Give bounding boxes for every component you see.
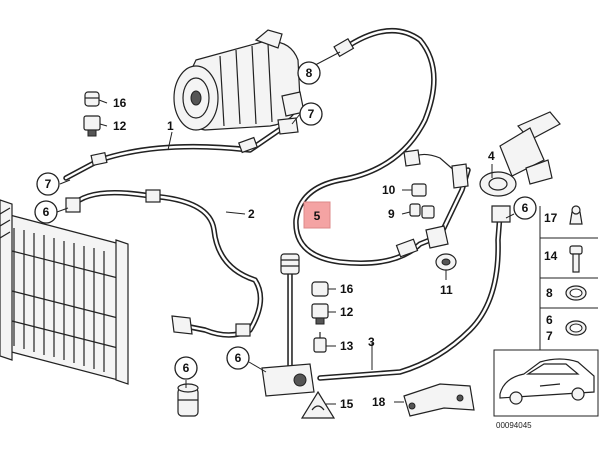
legend-label-7[interactable]: 7: [546, 329, 553, 343]
part-9: [409, 203, 435, 219]
pipe-1: [63, 117, 299, 181]
highlight-box-5: [303, 201, 331, 229]
condenser: [0, 199, 129, 385]
part-12-valve-mid: [311, 303, 329, 325]
part-13: [313, 332, 327, 353]
part-10: [411, 183, 427, 197]
part-16-cap-mid: [311, 281, 329, 297]
pipe-2: [65, 189, 264, 338]
callout-9[interactable]: 9: [388, 207, 395, 221]
callout-12-top[interactable]: 12: [113, 119, 127, 133]
legend-label-6[interactable]: 6: [546, 313, 553, 327]
pipe-5: [293, 27, 471, 266]
callout-18[interactable]: 18: [372, 395, 386, 409]
callout-8-top[interactable]: 8: [306, 66, 313, 80]
vehicle-thumbnail: [493, 349, 599, 417]
callout-1[interactable]: 1: [167, 119, 174, 133]
part-12-valve-top: [83, 115, 101, 137]
part-15-warning-label: [300, 390, 336, 419]
callout-6-left[interactable]: 6: [43, 205, 50, 219]
legend-panel: [539, 205, 598, 350]
legend-label-8[interactable]: 8: [546, 286, 553, 300]
part-16-cap-top: [84, 91, 100, 107]
callout-12-mid[interactable]: 12: [340, 305, 354, 319]
plain-callouts: 16 12 1 2 3 4 10 9 11 16 12 13 15 18: [113, 96, 495, 411]
callout-5[interactable]: 5: [314, 209, 321, 223]
callout-6-bottom[interactable]: 6: [183, 361, 190, 375]
service-pipe: [261, 253, 315, 397]
pressure-switch: [403, 149, 469, 189]
callout-2[interactable]: 2: [248, 207, 255, 221]
callout-7-left[interactable]: 7: [45, 177, 52, 191]
callout-6-mid[interactable]: 6: [235, 351, 242, 365]
legend-label-17[interactable]: 17: [544, 211, 558, 225]
legend-label-14[interactable]: 14: [544, 249, 558, 263]
callout-13[interactable]: 13: [340, 339, 354, 353]
circled-callouts: 8 7 7 6 6 6 6: [34, 61, 537, 380]
ac-compressor: [173, 29, 305, 131]
part-18-bracket: [403, 383, 475, 417]
callout-3[interactable]: 3: [368, 335, 375, 349]
callout-6-right[interactable]: 6: [522, 201, 529, 215]
callout-4[interactable]: 4: [488, 149, 495, 163]
part-11: [435, 253, 457, 271]
callout-10[interactable]: 10: [382, 183, 396, 197]
callout-16-mid[interactable]: 16: [340, 282, 354, 296]
callout-15[interactable]: 15: [340, 397, 354, 411]
callout-16-top[interactable]: 16: [113, 96, 127, 110]
callout-7-right[interactable]: 7: [308, 107, 315, 121]
callout-11[interactable]: 11: [440, 283, 453, 297]
leader-lines: [56, 51, 515, 405]
receiver-drier: [177, 383, 199, 417]
legend-labels: 17 14 8 6 7: [544, 211, 558, 343]
expansion-valve: [479, 111, 561, 197]
pipe-3: [317, 205, 511, 381]
diagram-number: 00094045: [496, 421, 532, 430]
